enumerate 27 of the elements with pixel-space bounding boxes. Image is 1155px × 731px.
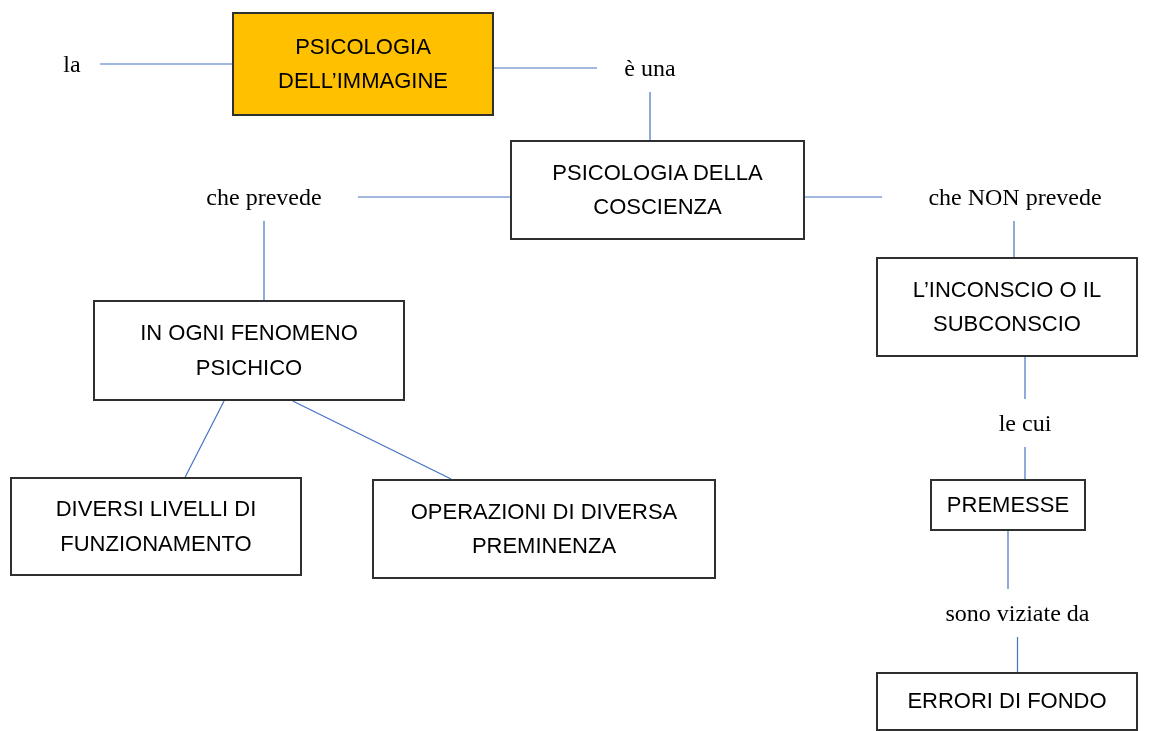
main-concept-box: PSICOLOGIA DELL’IMMAGINE	[232, 12, 494, 116]
concept-box: IN OGNI FENOMENO PSICHICO	[93, 300, 405, 401]
connector-line	[804, 196, 883, 198]
concept-box: DIVERSI LIVELLI DI FUNZIONAMENTO	[10, 477, 302, 576]
link-phrase: sono viziate da	[910, 597, 1125, 629]
link-phrase: le cui	[975, 407, 1075, 439]
connector-line	[649, 91, 651, 141]
connector-line	[184, 400, 225, 478]
concept-box: ERRORI DI FONDO	[876, 672, 1138, 731]
link-phrase: che NON prevede	[890, 181, 1140, 213]
connector-line	[493, 67, 598, 69]
connector-line	[357, 196, 511, 198]
concept-box: PREMESSE	[930, 479, 1086, 531]
connector-line	[263, 220, 265, 301]
link-phrase: la	[52, 48, 92, 80]
connector-line	[1024, 356, 1026, 400]
concept-box: OPERAZIONI DI DIVERSA PREMINENZA	[372, 479, 716, 579]
connector-line	[99, 63, 233, 65]
connector-line	[1007, 530, 1009, 590]
concept-box: PSICOLOGIA DELLA COSCIENZA	[510, 140, 805, 240]
connector-line	[1016, 636, 1019, 673]
concept-box: L’INCONSCIO O IL SUBCONSCIO	[876, 257, 1138, 357]
connector-line	[1013, 220, 1015, 258]
connector-line	[1024, 446, 1026, 480]
link-phrase: che prevede	[178, 181, 350, 213]
link-phrase: è una	[605, 52, 695, 84]
connector-line	[292, 400, 452, 480]
